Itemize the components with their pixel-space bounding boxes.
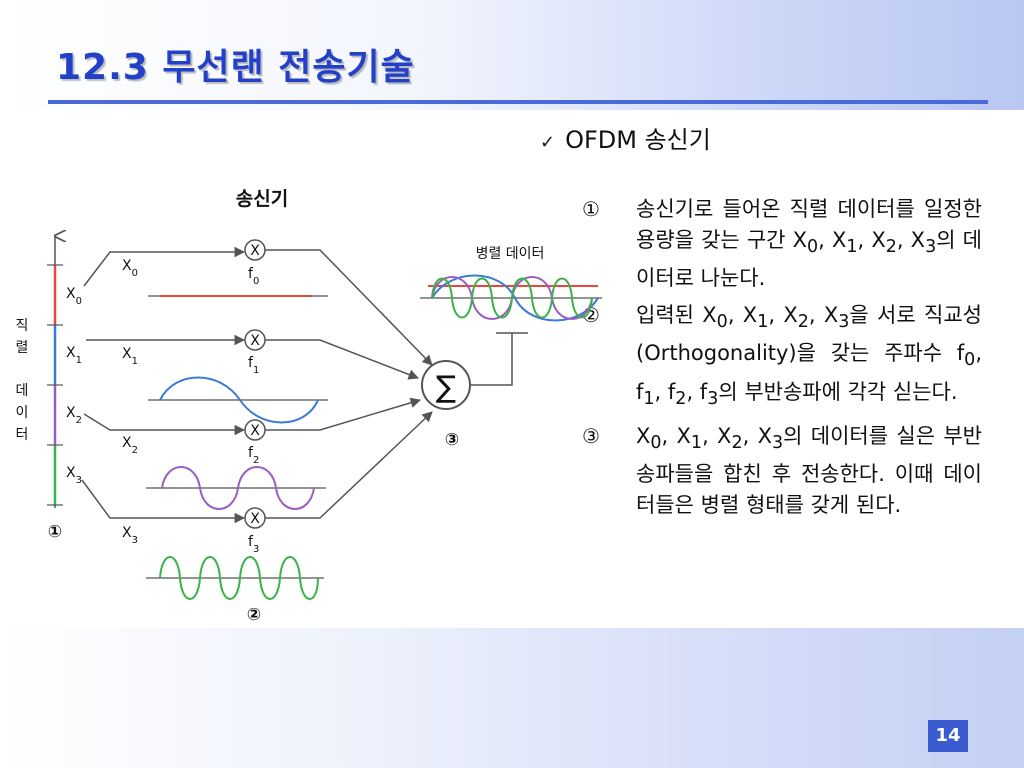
step-text: 입력된 X0, X1, X2, X3을 서로 직교성(Orthogonality…: [636, 303, 982, 409]
mixer-symbol: X: [250, 333, 260, 349]
step-label-3: ③: [445, 430, 459, 450]
mixer-2: X f2: [244, 419, 266, 466]
branch-line-0: [83, 246, 246, 287]
summer-node: ∑: [421, 360, 471, 410]
mixer-symbol: X: [250, 511, 260, 527]
heading-text: OFDM 송신기: [565, 126, 711, 154]
step-list: ① 송신기로 들어온 직렬 데이터를 일정한 용량을 갖는 구간 X0, X1,…: [582, 194, 982, 527]
freq-label: f1: [248, 355, 259, 376]
mixer-3: X f3: [244, 507, 266, 555]
freq-label: f0: [248, 266, 259, 287]
sum-symbol: ∑: [436, 370, 456, 405]
branch-label: X3: [122, 525, 138, 546]
mixer-0: X f0: [244, 239, 266, 287]
step-label-2: ②: [247, 605, 261, 625]
sum-output-line: [470, 333, 513, 386]
mixer-symbol: X: [250, 243, 260, 259]
parallel-data-waves: [420, 274, 602, 322]
mixer-to-sum-1: [265, 339, 419, 380]
check-icon: ✓: [540, 132, 556, 153]
step-item-3: ③ X0, X1, X2, X3의 데이터를 실은 부반송파들을 합친 후 전송…: [582, 421, 982, 521]
mixer-to-sum-3: [265, 411, 433, 519]
mixer-to-sum-0: [265, 249, 433, 366]
subcarrier-f3: [146, 556, 324, 600]
subcarrier-f2: [146, 466, 326, 510]
branch-label: X1: [122, 346, 138, 367]
header-gradient: [0, 0, 1024, 110]
serial-segment-label: X2: [66, 405, 82, 426]
branch-line-2: [83, 413, 246, 436]
step-text: 송신기로 들어온 직렬 데이터를 일정한 용량을 갖는 구간 X0, X1, X…: [636, 197, 982, 291]
step-text: X0, X1, X2, X3의 데이터를 실은 부반송파들을 합친 후 전송한다…: [636, 423, 982, 517]
step-number: ③: [582, 423, 600, 448]
mixer-1: X f1: [244, 329, 266, 376]
step-number: ①: [582, 197, 600, 221]
branch-line-3: [81, 479, 246, 524]
ofdm-transmitter-diagram: 송신기 직 렬 데 이 터 X0 X1 X2 X3 X0 X1 X2 X3 X …: [16, 188, 602, 625]
serial-label-char: 이: [16, 405, 29, 421]
branch-label: X2: [122, 435, 138, 456]
mixer-to-sum-2: [265, 397, 422, 431]
serial-label-char: 데: [16, 383, 29, 399]
serial-label-char: 직: [16, 318, 29, 334]
page-number: 14: [926, 718, 970, 754]
section-heading: ✓ OFDM 송신기: [540, 120, 711, 155]
branch-label: X0: [122, 258, 138, 279]
freq-label: f3: [248, 534, 259, 555]
step-label-1: ①: [48, 522, 62, 542]
serial-segment-label: X3: [66, 465, 82, 486]
footer-gradient: [0, 628, 1024, 768]
subcarrier-f1: [148, 376, 328, 424]
diagram-title: 송신기: [236, 188, 288, 210]
step-item-1: ① 송신기로 들어온 직렬 데이터를 일정한 용량을 갖는 구간 X0, X1,…: [582, 194, 982, 294]
step-item-2: ② 입력된 X0, X1, X2, X3을 서로 직교성(Orthogonali…: [582, 300, 982, 415]
parallel-label: 병렬 데이터: [476, 246, 545, 262]
step-number: ②: [582, 303, 600, 328]
mixer-symbol: X: [250, 423, 260, 439]
serial-label-char: 렬: [16, 340, 29, 356]
freq-label: f2: [248, 445, 259, 466]
title-underline: [48, 100, 988, 104]
serial-label-char: 터: [16, 427, 29, 443]
slide-title: 12.3 무선랜 전송기술: [56, 47, 415, 88]
serial-segment-label: X1: [66, 345, 82, 366]
serial-segment-label: X0: [66, 286, 82, 307]
